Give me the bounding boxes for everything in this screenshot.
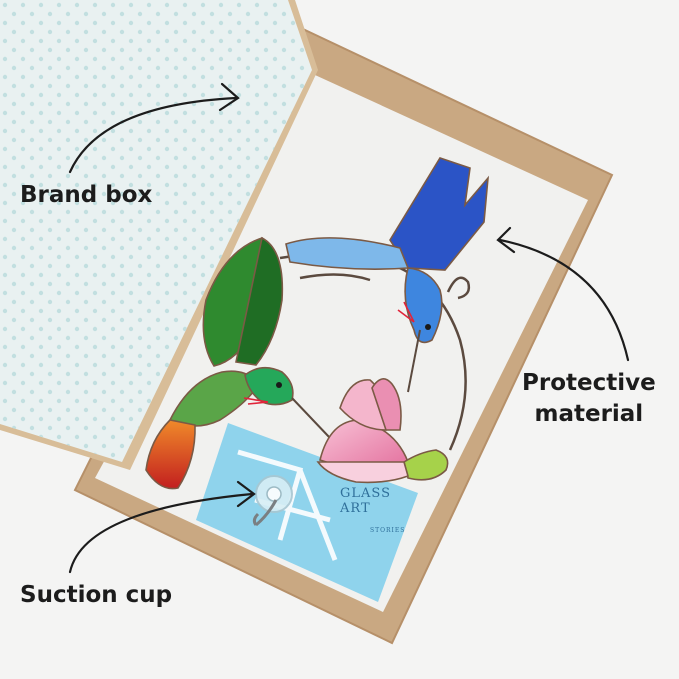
brand-box-label: Brand box: [20, 182, 153, 208]
annotation-arrows: [68, 82, 630, 574]
protective-label-line1: Protective: [522, 370, 656, 396]
card-brand-line1: GLASS: [340, 486, 391, 501]
arrow-suction: [68, 492, 254, 574]
suction-cup-label: Suction cup: [20, 582, 173, 608]
arrow-brand-box: [68, 96, 238, 174]
card-brand-line2: ART: [340, 501, 371, 516]
suction-cup: [252, 475, 293, 527]
protective-material-label: Protective material: [522, 368, 656, 430]
green-hummingbird: [145, 236, 331, 490]
lotus-flower: [316, 378, 449, 484]
arrow-protective: [498, 238, 630, 362]
protective-label-line2: material: [534, 401, 644, 428]
blue-hummingbird: [285, 157, 490, 393]
card-brand-line3: STORIES: [370, 527, 406, 534]
